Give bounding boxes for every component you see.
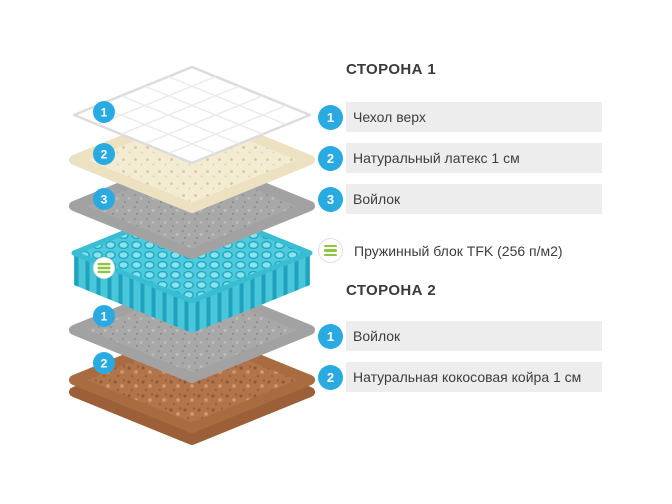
badge-3: 3 (93, 188, 115, 210)
legend-row-felt-2: 1 Войлок (318, 321, 602, 351)
row-label: Войлок (346, 321, 602, 351)
row-label: Натуральный латекс 1 см (346, 143, 602, 173)
badge-4: 1 (93, 305, 115, 327)
legend-row-spring-block: Пружинный блок TFK (256 п/м2) (318, 238, 602, 263)
legend-row-latex: 2 Натуральный латекс 1 см (318, 143, 602, 173)
legend-row-cover: 1 Чехол верх (318, 102, 602, 132)
row-label: Войлок (346, 184, 602, 214)
row-label: Натуральная кокосовая койра 1 см (346, 362, 602, 392)
mattress-exploded-diagram: 1 2 3 1 2 (69, 65, 315, 445)
legend-row-coir: 2 Натуральная кокосовая койра 1 см (318, 362, 602, 392)
quilt-lines (97, 75, 287, 155)
badge-5: 2 (93, 352, 115, 374)
legend-row-felt-1: 3 Войлок (318, 184, 602, 214)
svg-text:2: 2 (101, 357, 108, 371)
badge-1: 1 (93, 101, 115, 123)
row-number-badge: 3 (318, 186, 343, 212)
legend-panel: СТОРОНА 1 1 Чехол верх 2 Натуральный лат… (318, 60, 602, 392)
row-number-badge: 1 (318, 104, 343, 130)
side2-title: СТОРОНА 2 (346, 282, 437, 299)
row-number-badge: 1 (318, 323, 343, 349)
row-label: Чехол верх (346, 102, 602, 132)
spring-icon (93, 257, 115, 279)
spring-icon (318, 238, 343, 263)
svg-text:3: 3 (101, 193, 108, 207)
side1-title: СТОРОНА 1 (346, 61, 437, 78)
svg-text:1: 1 (101, 310, 108, 324)
layer-cover (72, 65, 312, 165)
diagram-badges: 1 2 3 1 2 (93, 101, 115, 374)
svg-text:1: 1 (101, 106, 108, 120)
row-number-badge: 2 (318, 145, 343, 171)
badge-2: 2 (93, 143, 115, 165)
svg-text:2: 2 (101, 148, 108, 162)
spring-label: Пружинный блок TFK (256 п/м2) (354, 242, 563, 259)
row-number-badge: 2 (318, 364, 343, 390)
